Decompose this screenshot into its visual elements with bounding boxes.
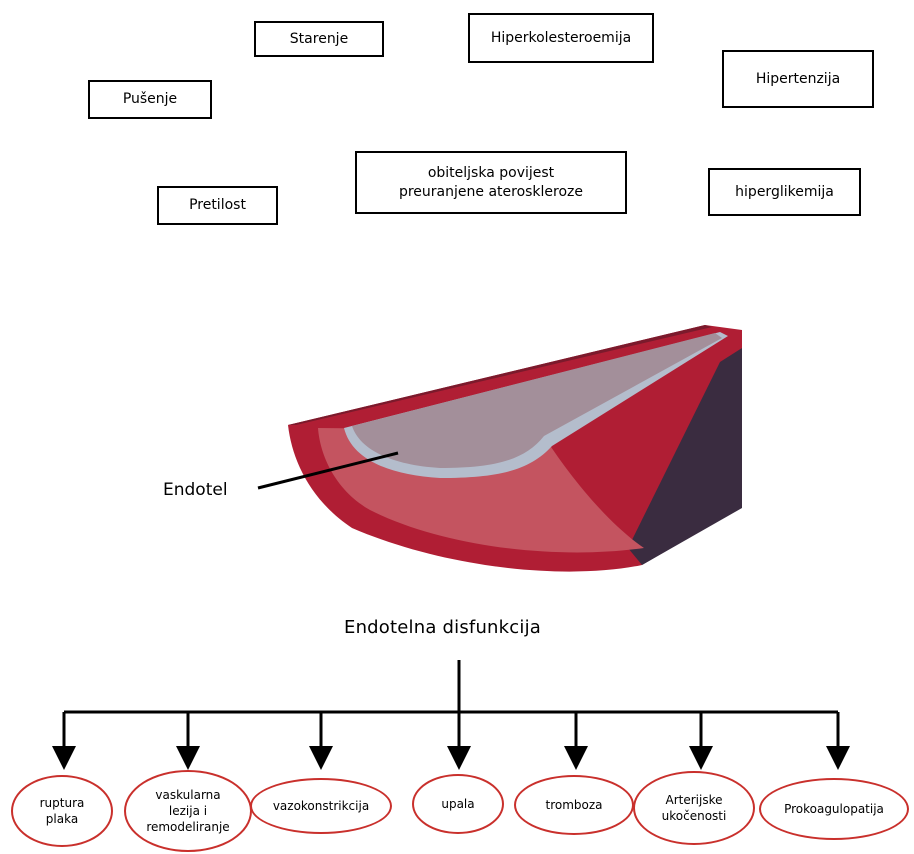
outcome-tromboza: tromboza: [514, 775, 634, 835]
risk-factor-hiperglikemija: hiperglikemija: [708, 168, 861, 216]
risk-factor-pusenje: Pušenje: [88, 80, 212, 119]
vessel-wall-shadow: [628, 348, 742, 565]
outcome-upala: upala: [412, 774, 504, 834]
endotel-pointer-line: [257, 451, 399, 490]
vessel-illustration: [288, 325, 742, 572]
risk-factor-obiteljska-povijest: obiteljska povijest preuranjene ateroskl…: [355, 151, 627, 214]
risk-factor-hiperkolesteroemija: Hiperkolesteroemija: [468, 13, 654, 63]
outcome-prokoagulopatija: Prokoagulopatija: [759, 778, 909, 840]
outcome-arterijske-ukocenosti: Arterijske ukočenosti: [633, 771, 755, 845]
vessel-top-rim: [288, 325, 712, 425]
outcome-ruptura-plaka: ruptura plaka: [11, 775, 113, 847]
vessel-lumen: [352, 333, 722, 468]
endotel-label: Endotel: [163, 480, 228, 500]
outcome-vaskularna-lezija: vaskularna lezija i remodeliranje: [124, 770, 252, 852]
outcome-vazokonstrikcija: vazokonstrikcija: [250, 778, 392, 834]
risk-factor-pretilost: Pretilost: [157, 186, 278, 225]
risk-factor-hipertenzija: Hipertenzija: [722, 50, 874, 108]
risk-factor-starenje: Starenje: [254, 21, 384, 57]
central-node-label: Endotelna disfunkcija: [344, 617, 542, 638]
